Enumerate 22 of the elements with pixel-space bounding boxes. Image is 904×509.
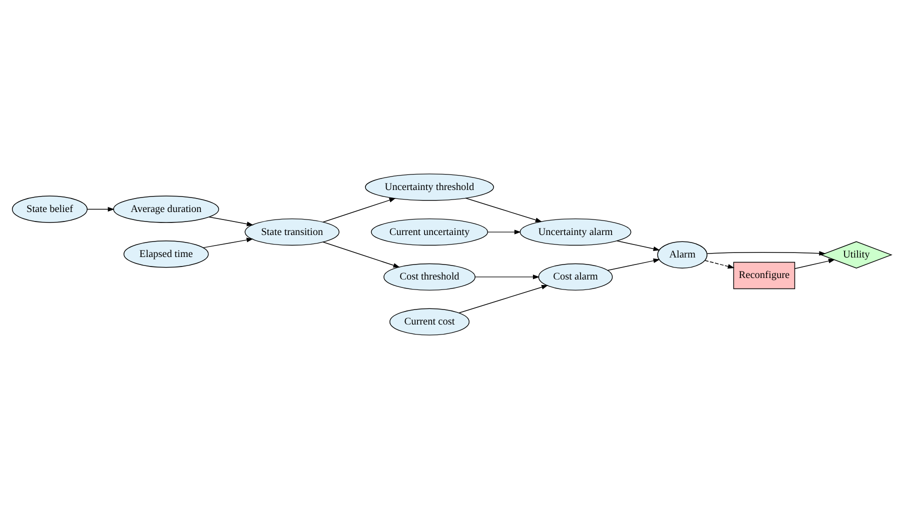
node-ellipse: Current cost (389, 308, 470, 336)
arrow (208, 216, 254, 226)
arrow (704, 260, 734, 269)
node-ellipse: Average duration (113, 196, 220, 223)
arrow (465, 198, 542, 222)
arrow (86, 206, 114, 212)
node-box: Reconfigure (733, 262, 796, 290)
node-ellipse: State belief (12, 196, 88, 223)
arrow (616, 240, 660, 252)
arrow (488, 230, 522, 234)
arrow (794, 258, 836, 270)
node-ellipse: Uncertainty threshold (364, 174, 494, 201)
node-ellipse: Current uncertainty (370, 218, 488, 246)
node-ellipse: Alarm (657, 241, 708, 268)
arrow (202, 238, 254, 248)
arrow (706, 251, 826, 256)
arrow (458, 284, 548, 314)
arrow (607, 258, 660, 271)
node-ellipse: Elapsed time (124, 240, 209, 268)
arrow (474, 274, 540, 280)
arrow (322, 242, 400, 268)
arrow (322, 198, 396, 222)
